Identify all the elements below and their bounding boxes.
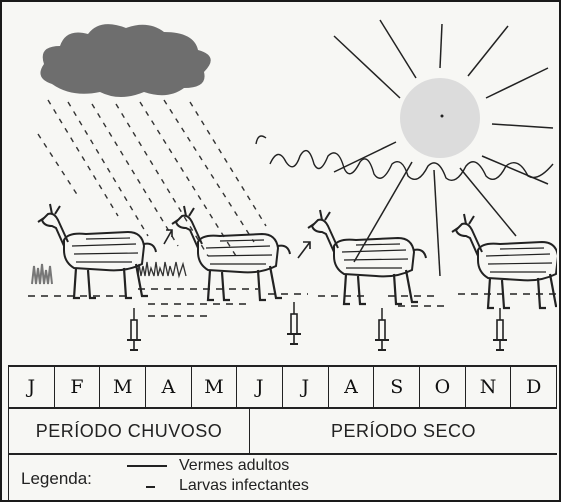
larva-arrow-icon [163,229,173,245]
goat-icon [306,208,428,306]
goat-icon [36,202,158,300]
heat-haze [269,149,554,181]
larvae-dash-icon [146,486,155,488]
legend-item-larvae: Larvas infectantes [179,477,309,494]
dry-period-label: PERÍODO SECO [330,420,477,441]
illustration [28,19,557,351]
grass-middle [137,261,187,279]
syringe-icon [492,307,508,351]
month-row: J F M A M J J A S O N D [8,365,558,409]
month-cell: M [192,367,238,407]
syringe-icon [286,301,302,345]
month-cell: S [374,367,421,407]
adult-worms-line-icon [127,465,167,467]
month-cell: F [55,367,101,407]
month-cell: J [8,367,55,407]
legend-item-adults: Vermes adultos [179,457,290,474]
larva-arrow-icon [297,241,311,259]
month-cell: O [420,367,466,407]
syringe-icon [374,307,390,351]
legend-title: Legenda: [21,469,92,488]
month-cell: M [100,367,147,407]
legend: Legenda: Vermes adultos Larvas infectant… [8,455,557,500]
syringe-icon [126,307,142,351]
month-cell: J [283,367,329,407]
ground-larvae [28,288,557,317]
month-cell: A [146,367,192,407]
goat-icon [170,204,292,302]
rain-streaks [37,99,267,257]
month-cell: D [511,367,558,407]
rain-cloud-icon [40,24,211,97]
month-cell: A [329,367,375,407]
grass-left [31,263,53,285]
month-cell: N [466,367,512,407]
period-row: PERÍODO CHUVOSO PERÍODO SECO [8,409,557,455]
month-cell: J [237,367,284,407]
sun-icon [333,19,554,277]
rainy-period-label: PERÍODO CHUVOSO [8,409,250,453]
